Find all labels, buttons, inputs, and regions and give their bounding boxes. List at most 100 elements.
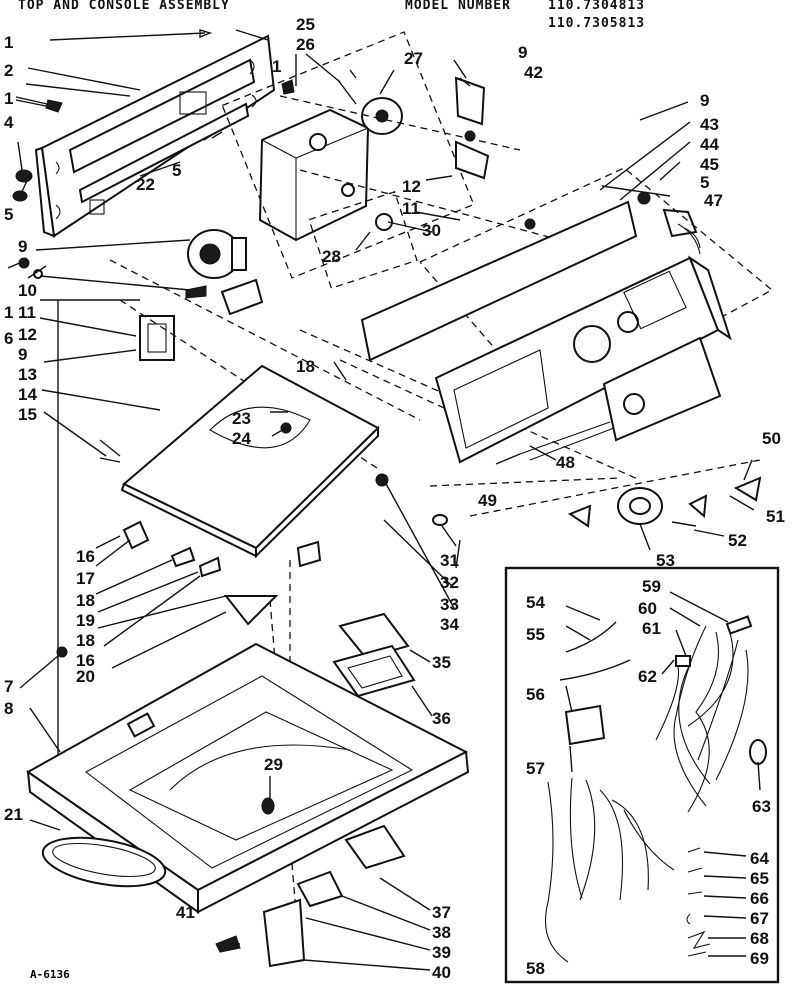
callout-40: 40 bbox=[432, 963, 451, 982]
callout-54: 54 bbox=[526, 593, 545, 612]
callout-36: 36 bbox=[432, 709, 451, 728]
wiring-harness-inset bbox=[504, 566, 780, 984]
callout-16: 16 bbox=[76, 651, 95, 670]
callout-50: 50 bbox=[762, 429, 781, 448]
console-bracket bbox=[34, 34, 276, 238]
callout-17: 17 bbox=[76, 569, 95, 588]
callout-51: 51 bbox=[766, 507, 785, 526]
washer-top bbox=[26, 642, 470, 914]
callout-67: 67 bbox=[750, 909, 769, 928]
callout-35: 35 bbox=[432, 653, 451, 672]
callout-60: 60 bbox=[638, 599, 657, 618]
callout-26: 26 bbox=[296, 35, 315, 54]
callout-9: 9 bbox=[18, 345, 27, 364]
screws-left bbox=[7, 29, 295, 279]
callout-10: 10 bbox=[18, 281, 37, 300]
callout-16: 16 bbox=[76, 547, 95, 566]
callout-66: 66 bbox=[750, 889, 769, 908]
callout-58: 58 bbox=[526, 959, 545, 978]
callout-8: 8 bbox=[4, 699, 13, 718]
callout-33: 33 bbox=[440, 595, 459, 614]
callout-68: 68 bbox=[750, 929, 769, 948]
callout-6: 6 bbox=[4, 329, 13, 348]
callout-9: 9 bbox=[18, 237, 27, 256]
timer-motor bbox=[221, 31, 475, 279]
top-hinge-parts bbox=[56, 473, 448, 968]
callout-37: 37 bbox=[432, 903, 451, 922]
leader-lines bbox=[17, 29, 761, 971]
callout-9: 9 bbox=[518, 43, 527, 62]
callout-5: 5 bbox=[172, 161, 181, 180]
callout-12: 12 bbox=[18, 325, 37, 344]
callout-44: 44 bbox=[700, 135, 719, 154]
callout-56: 56 bbox=[526, 685, 545, 704]
washer-lid bbox=[99, 364, 380, 559]
callout-63: 63 bbox=[752, 797, 771, 816]
callout-14: 14 bbox=[18, 385, 37, 404]
figure-code: A-6136 bbox=[30, 968, 70, 981]
water-level-switch bbox=[187, 229, 247, 279]
callout-22: 22 bbox=[136, 175, 155, 194]
rotary-switches bbox=[139, 76, 701, 361]
callout-41: 41 bbox=[176, 903, 195, 922]
diagram-title: TOP AND CONSOLE ASSEMBLY bbox=[18, 0, 230, 13]
callout-23: 23 bbox=[232, 409, 251, 428]
callout-labels: 1 2 1 4 22 5 5 1 6 25 26 1 27 9 42 9 43 … bbox=[4, 15, 785, 982]
callout-1: 1 bbox=[4, 89, 13, 108]
callout-61: 61 bbox=[642, 619, 661, 638]
callout-5: 5 bbox=[4, 205, 13, 224]
callout-48: 48 bbox=[556, 453, 575, 472]
callout-13: 13 bbox=[18, 365, 37, 384]
lid-hinge-parts bbox=[122, 520, 322, 626]
callout-57: 57 bbox=[526, 759, 545, 778]
callout-1: 1 bbox=[4, 303, 13, 322]
callout-49: 49 bbox=[478, 491, 497, 510]
callout-27: 27 bbox=[404, 49, 423, 68]
callout-4: 4 bbox=[4, 113, 14, 132]
model-number-label: MODEL NUMBER bbox=[405, 0, 511, 13]
callout-18: 18 bbox=[76, 631, 95, 650]
callout-15: 15 bbox=[18, 405, 37, 424]
callout-1: 1 bbox=[272, 57, 281, 76]
callout-64: 64 bbox=[750, 849, 769, 868]
callout-29: 29 bbox=[264, 755, 283, 774]
model-number-1: 110.7304813 bbox=[548, 0, 646, 13]
callout-12: 12 bbox=[402, 177, 421, 196]
callout-34: 34 bbox=[440, 615, 459, 634]
callout-5: 5 bbox=[700, 173, 709, 192]
callout-47: 47 bbox=[704, 191, 723, 210]
model-number-2: 110.7305813 bbox=[548, 16, 646, 31]
callout-45: 45 bbox=[700, 155, 719, 174]
callout-7: 7 bbox=[4, 677, 13, 696]
knob-and-clips bbox=[567, 476, 762, 528]
callout-55: 55 bbox=[526, 625, 545, 644]
callout-28: 28 bbox=[322, 247, 341, 266]
callout-21: 21 bbox=[4, 805, 23, 824]
callout-65: 65 bbox=[750, 869, 769, 888]
callout-42: 42 bbox=[524, 63, 543, 82]
callout-69: 69 bbox=[750, 949, 769, 968]
callout-53: 53 bbox=[656, 551, 675, 570]
callout-19: 19 bbox=[76, 611, 95, 630]
callout-2: 2 bbox=[4, 61, 13, 80]
callout-32: 32 bbox=[440, 573, 459, 592]
callout-52: 52 bbox=[728, 531, 747, 550]
callout-11: 11 bbox=[18, 303, 36, 322]
callout-18: 18 bbox=[296, 357, 315, 376]
callout-38: 38 bbox=[432, 923, 451, 942]
console-panel bbox=[360, 200, 732, 464]
callout-30: 30 bbox=[422, 221, 441, 240]
callout-1: 1 bbox=[4, 33, 13, 52]
callout-62: 62 bbox=[638, 667, 657, 686]
callout-43: 43 bbox=[700, 115, 719, 134]
callout-9: 9 bbox=[700, 91, 709, 110]
callout-59: 59 bbox=[642, 577, 661, 596]
callout-31: 31 bbox=[440, 551, 459, 570]
callout-20: 20 bbox=[76, 667, 95, 686]
callout-18: 18 bbox=[76, 591, 95, 610]
callout-24: 24 bbox=[232, 429, 251, 448]
callout-25: 25 bbox=[296, 15, 315, 34]
callout-39: 39 bbox=[432, 943, 451, 962]
